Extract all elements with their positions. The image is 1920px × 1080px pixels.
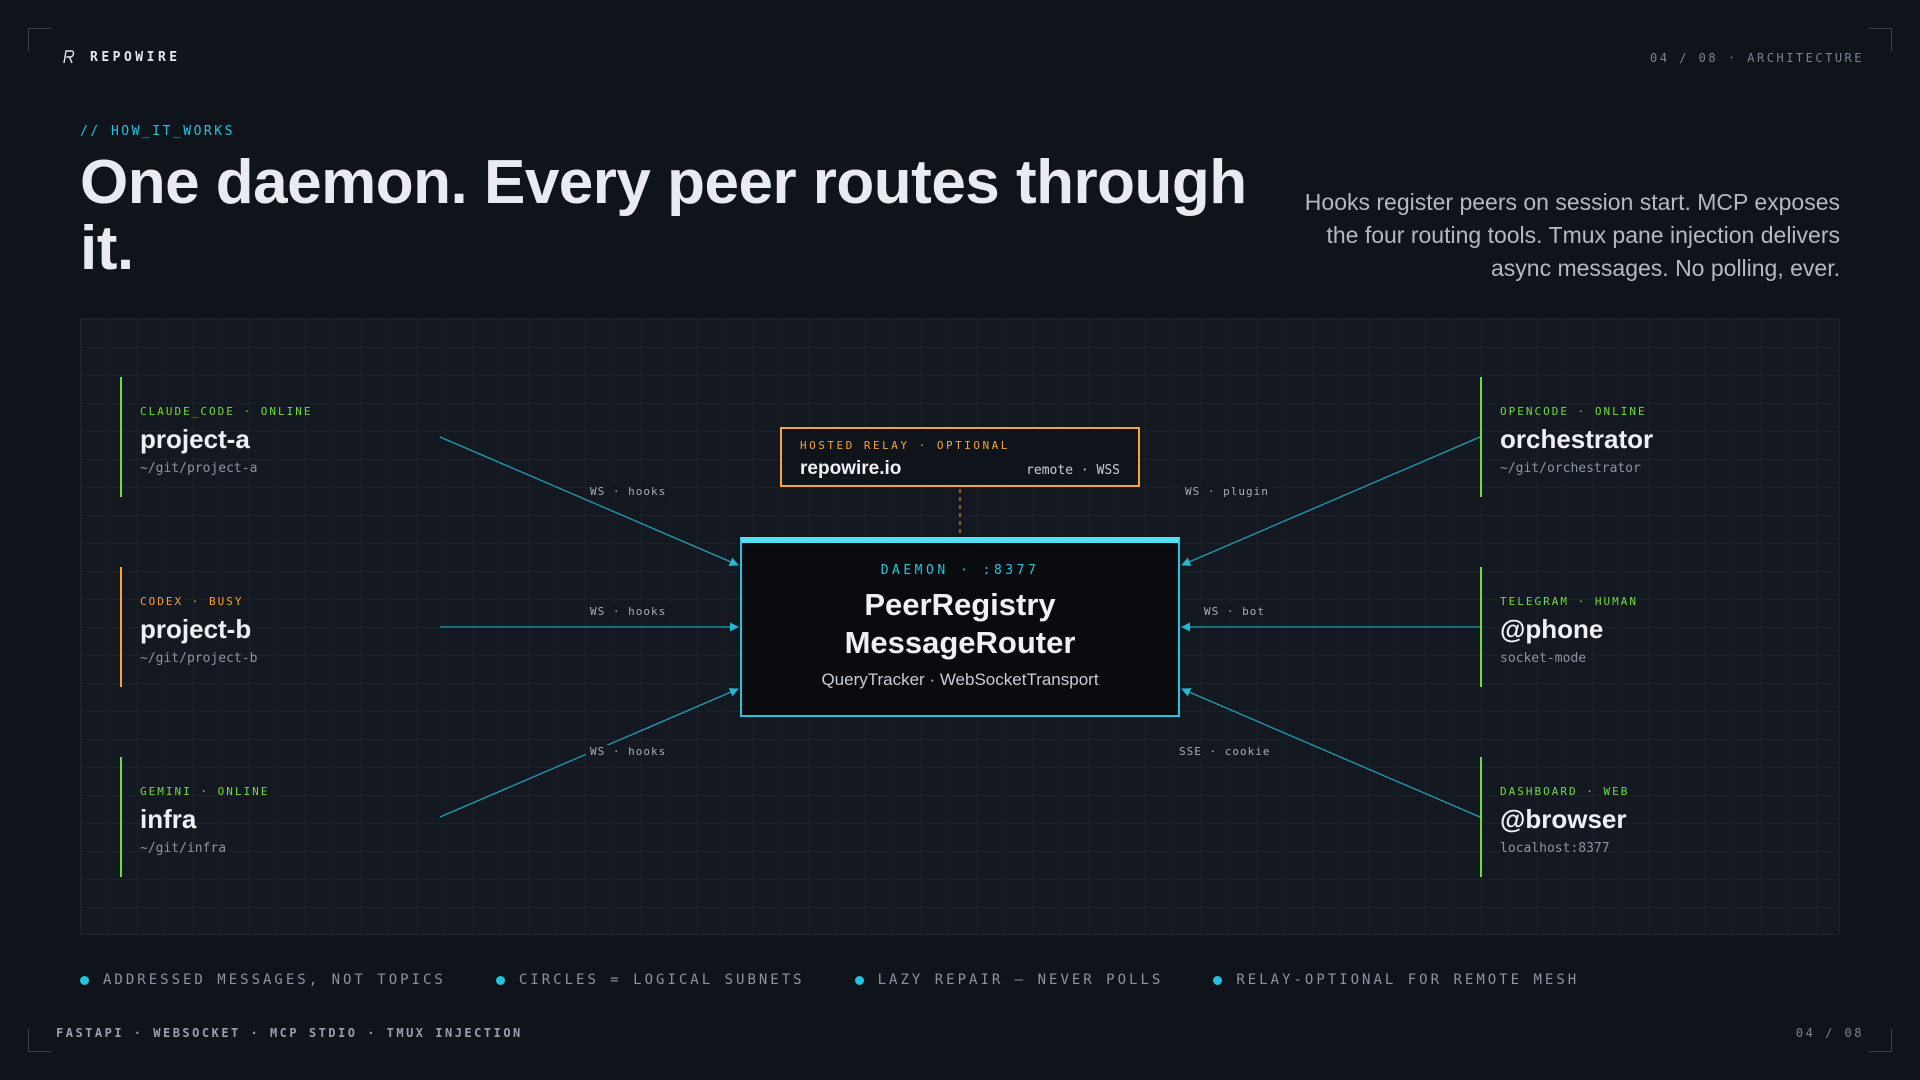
bullet-dot-icon [1213, 975, 1223, 985]
bullet-dot-icon [854, 975, 864, 985]
frame-corner-bottom-right [1869, 1029, 1892, 1052]
relay-tag: HOSTED RELAY · OPTIONAL [800, 439, 1010, 452]
hosted-relay-card[interactable]: HOSTED RELAY · OPTIONAL repowire.io remo… [780, 427, 1140, 487]
peer-card-browser[interactable]: DASHBOARD · WEB @browser localhost:8377 [1480, 757, 1800, 877]
bullet-dot-icon [80, 975, 89, 985]
peer-path: ~/git/infra [140, 841, 227, 856]
relay-meta: remote · WSS [1026, 463, 1120, 478]
page-title: One daemon. Every peer routes through it… [80, 148, 1247, 283]
wire-label-left-mid: WS · hooks [586, 605, 671, 618]
note-item: RELAY-OPTIONAL FOR REMOTE MESH [1213, 972, 1579, 988]
page-indicator-bottom: 04 / 08 [1795, 1026, 1864, 1040]
frame-corner-top-right [1869, 28, 1892, 51]
peer-card-infra[interactable]: GEMINI · ONLINE infra ~/git/infra [120, 757, 440, 877]
wire-left-top [439, 436, 739, 566]
peer-name: project-b [140, 614, 252, 644]
peer-status-tag: CLAUDE_CODE · ONLINE [140, 405, 313, 418]
peer-status-tag: GEMINI · ONLINE [140, 785, 270, 798]
relay-name: repowire.io [800, 458, 902, 479]
peer-status-tag: OPENCODE · ONLINE [1500, 405, 1647, 418]
wire-label-right-mid: WS · bot [1200, 605, 1269, 618]
wire-label-left-top: WS · hooks [586, 485, 671, 498]
daemon-title-line2: MessageRouter [844, 625, 1076, 660]
peer-card-orchestrator[interactable]: OPENCODE · ONLINE orchestrator ~/git/orc… [1480, 377, 1800, 497]
note-item: CIRCLES = LOGICAL SUBNETS [495, 972, 805, 988]
wire-right-top [1181, 436, 1481, 566]
wire-label-left-bottom: WS · hooks [586, 745, 671, 758]
footer-stack: FASTAPI · WEBSOCKET · MCP STDIO · TMUX I… [56, 1026, 523, 1040]
page-indicator-top: 04 / 08 · ARCHITECTURE [1650, 51, 1864, 65]
peer-name: @phone [1500, 614, 1604, 644]
note-text: LAZY REPAIR — NEVER POLLS [877, 972, 1164, 988]
note-text: CIRCLES = LOGICAL SUBNETS [518, 972, 805, 988]
lede-text: Hooks register peers on session start. M… [1304, 189, 1840, 281]
brand: REPOWIRE [60, 49, 181, 65]
daemon-title-line1: PeerRegistry [864, 587, 1056, 622]
section-eyebrow: // HOW_IT_WORKS [80, 124, 235, 139]
peer-path: ~/git/orchestrator [1500, 461, 1641, 476]
peer-status-tag: CODEX · BUSY [140, 595, 244, 608]
daemon-subtitle: QueryTracker · WebSocketTransport [821, 670, 1099, 689]
peer-name: infra [140, 804, 197, 834]
daemon-tag: DAEMON · :8377 [880, 563, 1040, 578]
note-text: ADDRESSED MESSAGES, NOT TOPICS [103, 972, 446, 988]
peer-name: project-a [140, 424, 250, 454]
peer-name: orchestrator [1500, 424, 1654, 454]
feature-notes: ADDRESSED MESSAGES, NOT TOPICS CIRCLES =… [80, 972, 1629, 988]
note-item: LAZY REPAIR — NEVER POLLS [854, 972, 1164, 988]
daemon-node[interactable]: DAEMON · :8377 PeerRegistry MessageRoute… [740, 537, 1180, 717]
frame-corner-top-left [28, 28, 51, 51]
note-item: ADDRESSED MESSAGES, NOT TOPICS [80, 972, 446, 988]
peer-card-project-b[interactable]: CODEX · BUSY project-b ~/git/project-b [120, 567, 440, 687]
peer-path: ~/git/project-a [140, 461, 258, 476]
r-monogram-icon [63, 50, 75, 64]
wire-label-right-bottom: SSE · cookie [1175, 745, 1275, 758]
peer-path: localhost:8377 [1500, 841, 1610, 856]
peer-card-phone[interactable]: TELEGRAM · HUMAN @phone socket-mode [1480, 567, 1800, 687]
peer-path: ~/git/project-b [140, 651, 258, 666]
wire-label-right-top: WS · plugin [1181, 485, 1273, 498]
brand-name: REPOWIRE [90, 49, 181, 65]
frame-corner-bottom-left [28, 1029, 51, 1052]
peer-card-project-a[interactable]: CLAUDE_CODE · ONLINE project-a ~/git/pro… [120, 377, 440, 497]
peer-status-tag: DASHBOARD · WEB [1500, 785, 1630, 798]
wire-right-bottom [1181, 688, 1481, 818]
note-text: RELAY-OPTIONAL FOR REMOTE MESH [1236, 972, 1580, 988]
peer-path: socket-mode [1500, 651, 1587, 666]
peer-status-tag: TELEGRAM · HUMAN [1500, 595, 1638, 608]
peer-name: @browser [1500, 804, 1627, 834]
bullet-dot-icon [495, 975, 505, 985]
